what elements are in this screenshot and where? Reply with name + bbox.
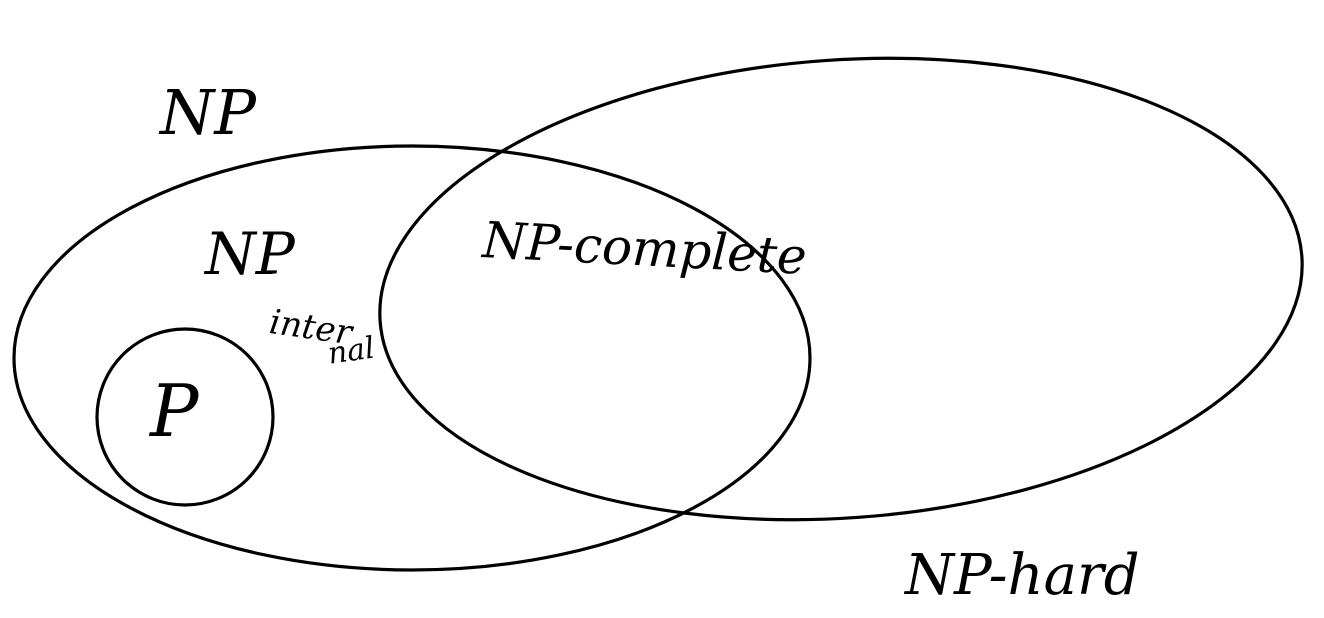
np-intermediate-label-np: NP bbox=[205, 220, 295, 288]
np-hard-ellipse bbox=[378, 56, 1304, 522]
p-circle bbox=[95, 327, 275, 507]
np-label: NP bbox=[160, 76, 256, 149]
np-hard-label: NP-hard bbox=[905, 543, 1140, 608]
np-intermediate-label-dash: - bbox=[265, 247, 279, 293]
np-intermediate-label-nal: nal bbox=[325, 330, 377, 372]
p-label: P bbox=[150, 369, 199, 453]
np-ellipse bbox=[12, 144, 812, 572]
